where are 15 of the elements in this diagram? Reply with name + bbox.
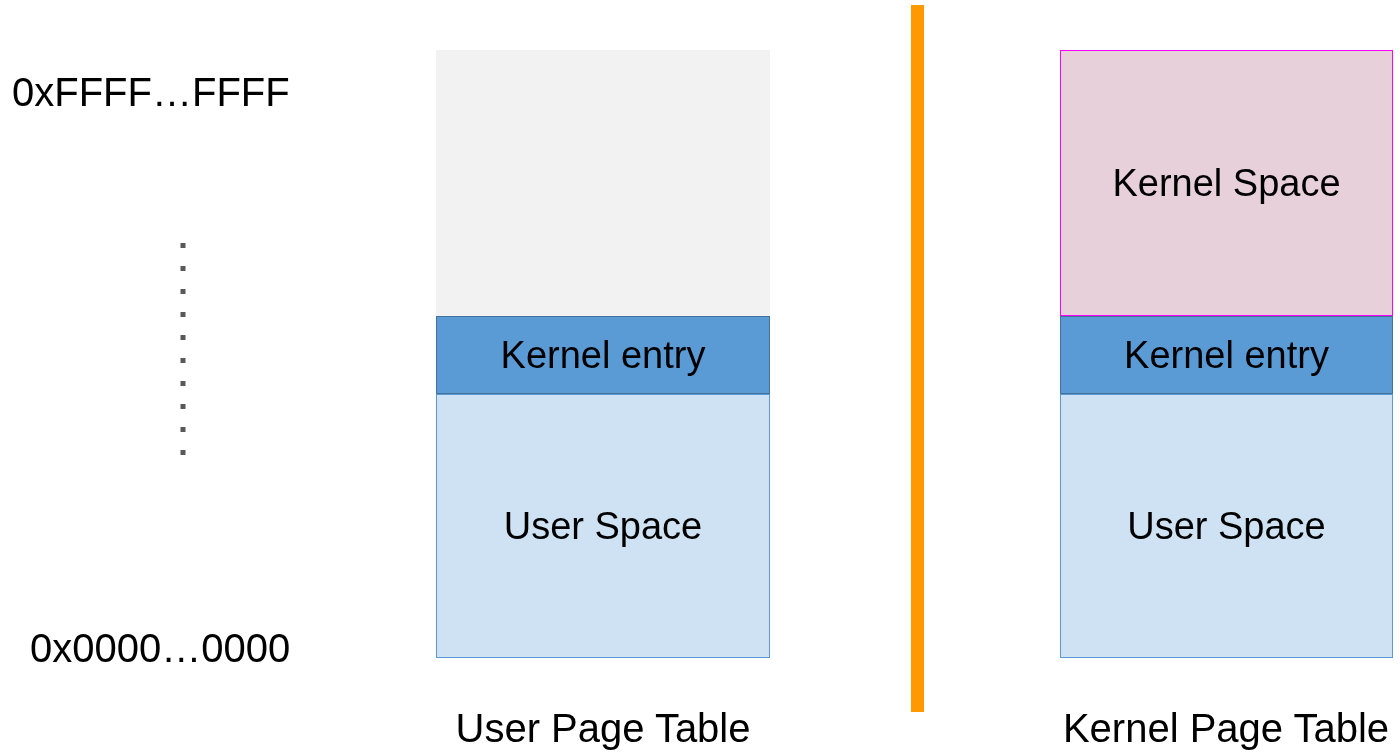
address-label: 0x0000…0000 — [30, 626, 291, 671]
memory-region — [436, 316, 770, 394]
table-caption: User Page Table — [455, 706, 751, 751]
memory-region — [1060, 394, 1393, 658]
region-label: Kernel entry — [500, 333, 706, 377]
address-label: 0xFFFF…FFFF — [12, 70, 290, 115]
region-label: Kernel Space — [1112, 161, 1341, 205]
memory-region — [436, 394, 770, 658]
table-caption: Kernel Page Table — [1062, 706, 1390, 751]
region-label: Kernel entry — [1124, 333, 1329, 377]
memory-region — [436, 50, 770, 316]
region-label: User Space — [1127, 504, 1326, 548]
memory-region — [1060, 50, 1393, 316]
region-label: User Space — [503, 504, 703, 548]
memory-region — [1060, 316, 1393, 394]
